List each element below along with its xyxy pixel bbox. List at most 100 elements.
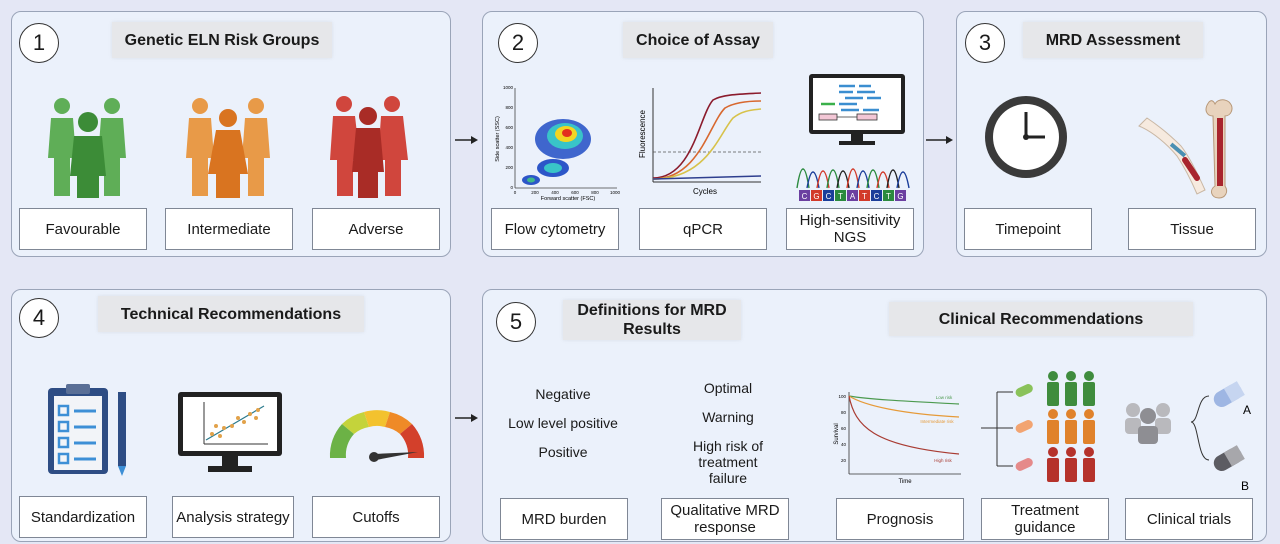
- response-optimal: Optimal: [703, 380, 753, 396]
- panel-technical-recommendations: 4 Technical Recommendations Standardizat…: [11, 289, 451, 542]
- flow-cytometry-plot-icon: Forward scatter (FSC) Side scatter (SSC)…: [495, 85, 621, 202]
- qpcr-curve-icon: Cycles Fluorescence: [638, 88, 762, 196]
- flow-ytick: 400: [505, 145, 513, 150]
- definition-negative: Negative: [535, 386, 591, 402]
- panel-eln-risk-groups: 1 Genetic ELN Risk Groups Favourable Int…: [11, 11, 451, 257]
- people-group-icon: [48, 98, 126, 198]
- flow-xtick: 0: [514, 190, 517, 195]
- step-number: 3: [965, 23, 1005, 63]
- ngs-base-box: [835, 190, 846, 201]
- flow-ytick: 600: [505, 125, 513, 130]
- survival-ytick: 60: [841, 426, 847, 431]
- clinical-recommendations-title: Clinical Recommendations: [889, 302, 1193, 336]
- ngs-base-box: [895, 190, 906, 201]
- scatter-monitor-icon: [178, 392, 282, 472]
- arrow-right-icon: [926, 136, 953, 144]
- label-adverse: Adverse: [312, 208, 440, 250]
- ngs-base-box: [847, 190, 858, 201]
- ngs-base-letter: G: [813, 192, 819, 201]
- definition-positive: Positive: [538, 444, 588, 460]
- ngs-base-letter: T: [838, 192, 843, 201]
- panel-title: MRD Assessment: [1023, 22, 1203, 58]
- label-timepoint: Timepoint: [964, 208, 1092, 250]
- label-favourable: Favourable: [19, 208, 147, 250]
- survival-ytick: 80: [841, 410, 847, 415]
- flow-ytick: 1000: [503, 85, 514, 90]
- flow-xtick: 600: [571, 190, 579, 195]
- definition-low-level-positive: Low level positive: [508, 415, 618, 431]
- ngs-base-letter: C: [826, 192, 832, 201]
- flow-xtick: 800: [591, 190, 599, 195]
- label-cutoffs: Cutoffs: [312, 496, 440, 538]
- people-group-icon: [186, 98, 270, 198]
- survival-ytick: 100: [838, 394, 846, 399]
- step-number: 1: [19, 23, 59, 63]
- label-mrd-burden: MRD burden: [500, 498, 628, 540]
- flow-xtick: 200: [531, 190, 539, 195]
- ngs-base-box: [799, 190, 810, 201]
- qpcr-ylabel: Fluorescence: [638, 109, 647, 158]
- ngs-base-letter: T: [862, 192, 867, 201]
- flow-ytick: 200: [505, 165, 513, 170]
- step-number: 5: [496, 302, 536, 342]
- label-treatment-guidance: Treatment guidance: [981, 498, 1109, 540]
- survival-ytick: 40: [841, 442, 847, 447]
- arm-bone-icon: [1138, 99, 1233, 199]
- label-high-sensitivity-ngs: High-sensitivity NGS: [786, 208, 914, 250]
- risk-label-high: High risk: [934, 458, 952, 463]
- panel-title: Technical Recommendations: [98, 296, 364, 332]
- trial-arm-a: A: [1243, 403, 1251, 417]
- label-intermediate: Intermediate: [165, 208, 293, 250]
- label-tissue: Tissue: [1128, 208, 1256, 250]
- panel-choice-of-assay: 2 Choice of Assay Forward scatter (FSC) …: [482, 11, 924, 257]
- clipboard-checklist-icon: [48, 384, 126, 476]
- ngs-base-box: [811, 190, 822, 201]
- ngs-base-box: [883, 190, 894, 201]
- clinical-trials-icon: A B: [1125, 381, 1251, 493]
- step-number: 2: [498, 23, 538, 63]
- arrow-right-icon: [455, 414, 478, 422]
- ngs-base-letter: G: [897, 192, 903, 201]
- people-group-icon: [330, 96, 408, 198]
- panel-title: Choice of Assay: [623, 22, 773, 58]
- ngs-base-letter: C: [802, 192, 808, 201]
- response-warning: Warning: [702, 409, 754, 425]
- clock-icon: [985, 96, 1067, 178]
- label-standardization: Standardization: [19, 496, 147, 538]
- step-number: 4: [19, 298, 59, 338]
- flow-ylabel: Side scatter (SSC): [495, 116, 501, 162]
- trial-arm-b: B: [1241, 479, 1249, 493]
- ngs-base-letter: C: [874, 192, 880, 201]
- panel-mrd-assessment: 3 MRD Assessment Timepoint Tissue: [956, 11, 1267, 257]
- flow-xtick: 400: [551, 190, 559, 195]
- panel-mrd-definitions-clinical: 5 Definitions for MRD Results Clinical R…: [482, 289, 1267, 542]
- risk-label-low: Low risk: [936, 395, 953, 400]
- gauge-icon: [329, 410, 425, 462]
- survival-curve-icon: 100 80 60 40 20 Low risk Intermediate risk H…: [834, 392, 961, 485]
- flow-xlabel: Forward scatter (FSC): [541, 196, 596, 202]
- ngs-base-box: [871, 190, 882, 201]
- survival-ytick: 20: [841, 458, 847, 463]
- label-qpcr: qPCR: [639, 208, 767, 250]
- label-flow-cytometry: Flow cytometry: [491, 208, 619, 250]
- ngs-base-box: [859, 190, 870, 201]
- ngs-base-letter: T: [886, 192, 891, 201]
- survival-xlabel: Time: [898, 479, 912, 485]
- flow-ytick: 800: [505, 105, 513, 110]
- flow-ytick: 0: [510, 185, 513, 190]
- ngs-base-letter: A: [850, 192, 856, 201]
- label-qualitative-mrd-response: Qualitative MRD response: [661, 498, 789, 540]
- label-prognosis: Prognosis: [836, 498, 964, 540]
- risk-label-intermediate: Intermediate risk: [920, 419, 954, 424]
- arrow-right-icon: [455, 136, 478, 144]
- panel-title: Definitions for MRD Results: [563, 300, 741, 340]
- survival-ylabel: Survival: [834, 423, 840, 444]
- qpcr-xlabel: Cycles: [693, 187, 717, 196]
- flow-xtick: 1000: [610, 190, 621, 195]
- response-high-risk: High risk of treatment failure: [692, 438, 764, 486]
- treatment-guidance-icon: [981, 371, 1095, 482]
- label-analysis-strategy: Analysis strategy: [172, 496, 294, 538]
- panel-title: Genetic ELN Risk Groups: [112, 22, 332, 58]
- ngs-base-box: [823, 190, 834, 201]
